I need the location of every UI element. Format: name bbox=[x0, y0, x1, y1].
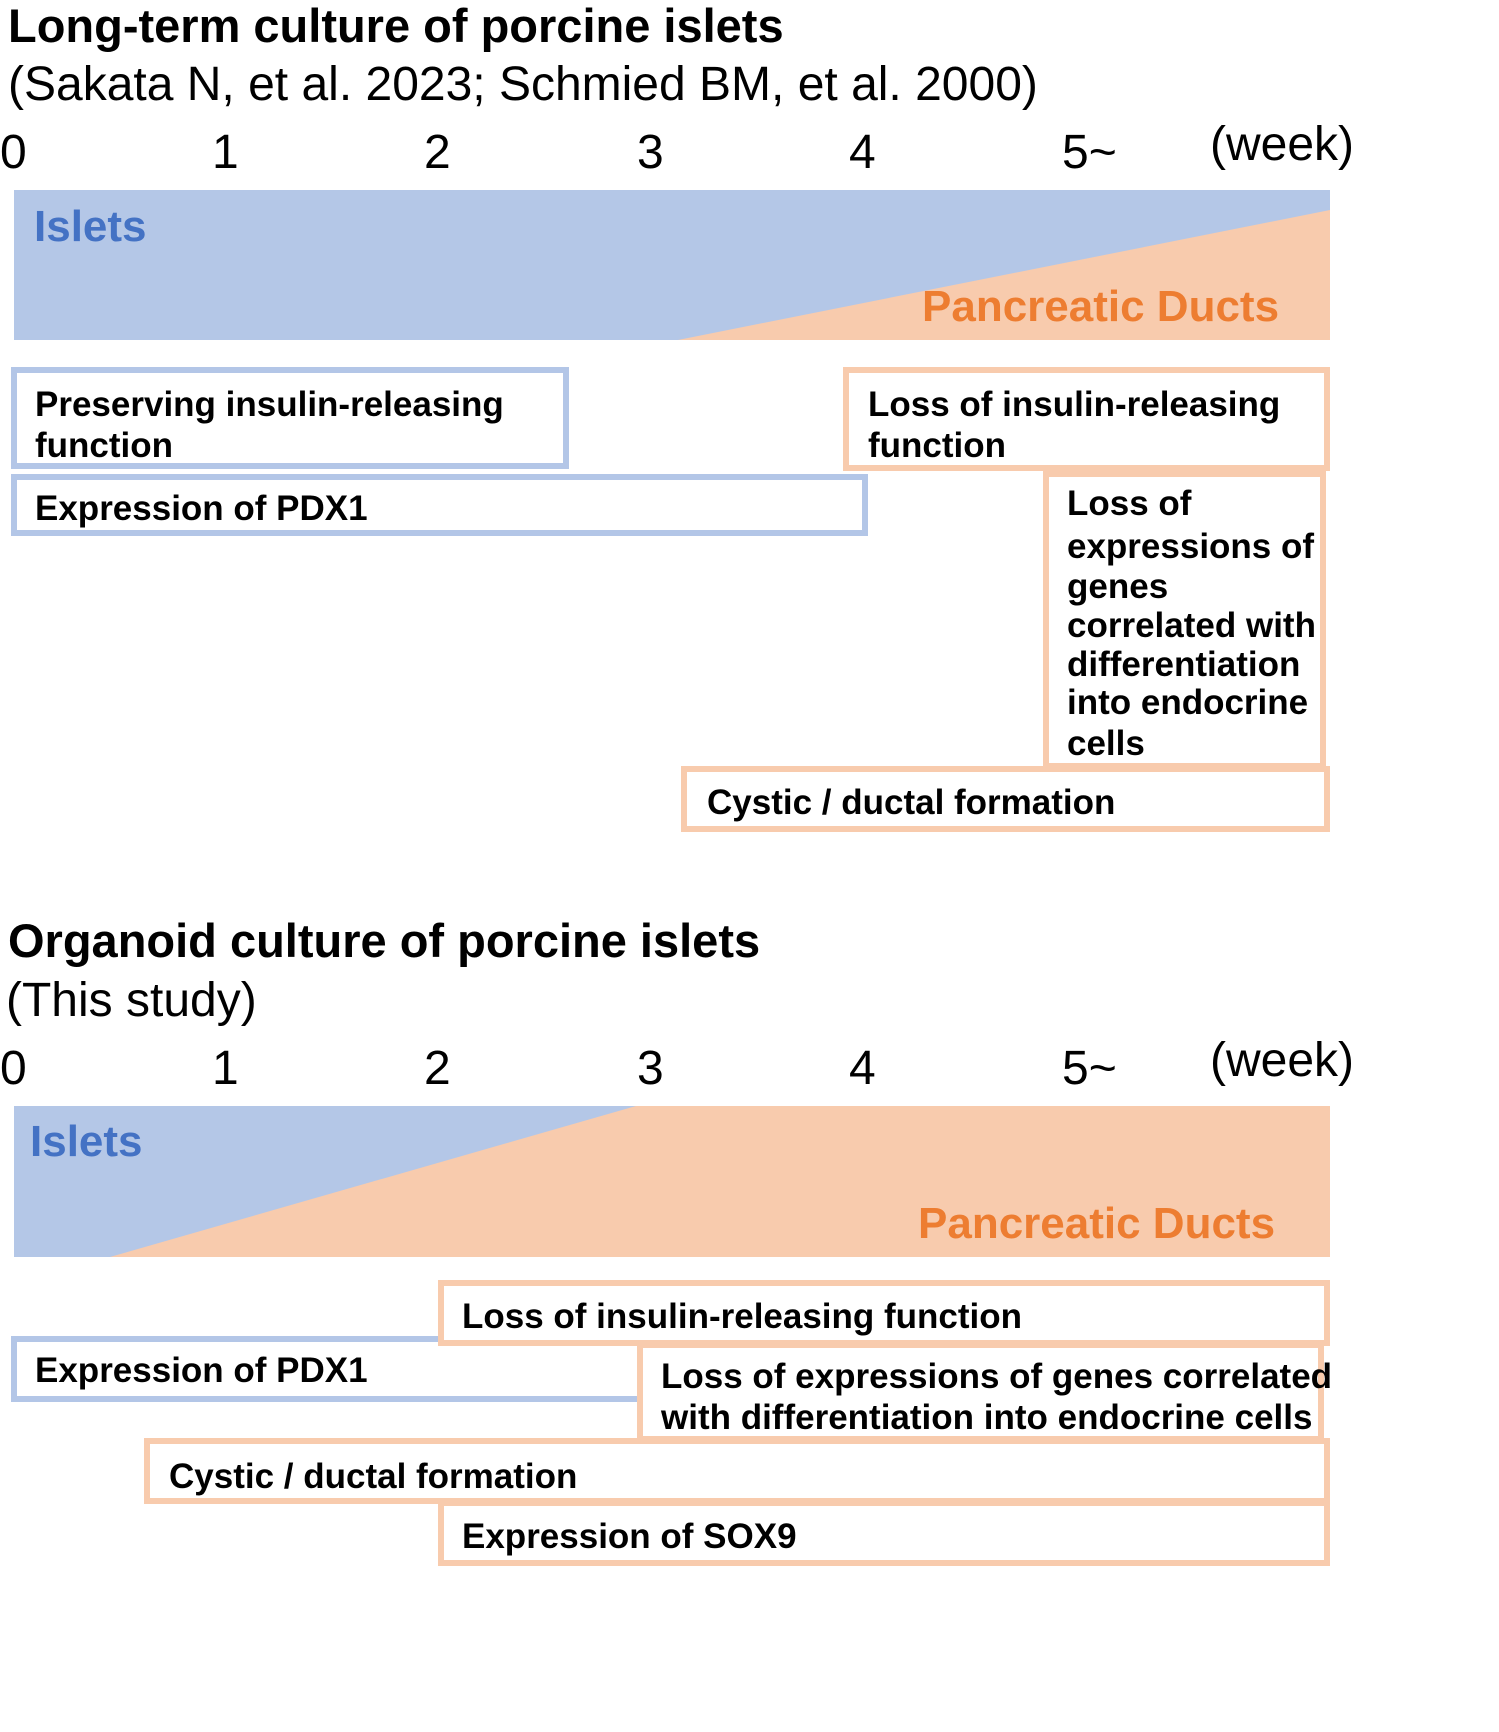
section1-islets-label: Islets bbox=[34, 202, 147, 251]
section2-tick-3: 3 bbox=[637, 1042, 664, 1095]
section2-title: Organoid culture of porcine islets bbox=[8, 914, 761, 967]
section1-composition-band: Islets Pancreatic Ducts bbox=[14, 190, 1330, 340]
section1-tick-0: 0 bbox=[0, 126, 27, 179]
section1-tick-5: 5~ bbox=[1062, 126, 1117, 179]
section2-loss-genes-line2: with differentiation into endocrine cell… bbox=[661, 1398, 1313, 1437]
section1-loss-genes-line2: expressions of bbox=[1067, 527, 1315, 566]
section1-ducts-area bbox=[678, 210, 1330, 340]
section1-cystic-text: Cystic / ductal formation bbox=[707, 783, 1116, 822]
section1-pdx1-box: Expression of PDX1 bbox=[11, 474, 868, 536]
section1-tick-2: 2 bbox=[424, 126, 451, 179]
section2-subtitle: (This study) bbox=[6, 974, 257, 1027]
section2-pdx1-box: Expression of PDX1 bbox=[11, 1336, 661, 1402]
section2-sox9-text: Expression of SOX9 bbox=[462, 1517, 797, 1556]
section2-week-unit: (week) bbox=[1210, 1034, 1355, 1087]
section1-loss-insulin-box: Loss of insulin-releasing function bbox=[843, 367, 1330, 471]
section1-preserving-insulin-line1: Preserving insulin-releasing bbox=[35, 385, 504, 424]
section2-islets-label: Islets bbox=[30, 1117, 143, 1166]
section1-loss-insulin-line1: Loss of insulin-releasing bbox=[868, 385, 1281, 424]
section1-preserving-insulin-box: Preserving insulin-releasing function bbox=[11, 367, 569, 469]
section1-tick-4: 4 bbox=[849, 126, 876, 179]
section2-cystic-text: Cystic / ductal formation bbox=[169, 1457, 578, 1496]
section1-tick-3: 3 bbox=[637, 126, 664, 179]
section1-subtitle: (Sakata N, et al. 2023; Schmied BM, et a… bbox=[8, 58, 1038, 111]
section1-loss-genes-line1: Loss of bbox=[1067, 484, 1192, 523]
section2-cystic-box: Cystic / ductal formation bbox=[144, 1438, 1330, 1504]
section2-loss-insulin-text: Loss of insulin-releasing function bbox=[462, 1297, 1023, 1336]
section1-loss-genes-line5: differentiation bbox=[1067, 645, 1301, 684]
section2-ducts-label: Pancreatic Ducts bbox=[918, 1199, 1276, 1248]
section1-week-unit: (week) bbox=[1210, 118, 1355, 171]
section1-preserving-insulin-line2: function bbox=[35, 426, 174, 465]
section1-pdx1-text: Expression of PDX1 bbox=[35, 489, 368, 528]
section1-ducts-label: Pancreatic Ducts bbox=[922, 282, 1280, 331]
section2-islets-area bbox=[14, 1106, 636, 1257]
section2-loss-genes-box: Loss of expressions of genes correlated … bbox=[637, 1342, 1332, 1442]
section2-tick-5: 5~ bbox=[1062, 1042, 1117, 1095]
section1-loss-genes-line4: correlated with bbox=[1067, 606, 1316, 645]
section1-loss-insulin-line2: function bbox=[868, 426, 1007, 465]
section2-pdx1-text: Expression of PDX1 bbox=[35, 1351, 368, 1390]
section1-title: Long-term culture of porcine islets bbox=[8, 0, 784, 52]
section1-loss-genes-line6: into endocrine bbox=[1067, 683, 1309, 722]
section2-tick-2: 2 bbox=[424, 1042, 451, 1095]
section2-tick-1: 1 bbox=[212, 1042, 239, 1095]
section2-sox9-box: Expression of SOX9 bbox=[438, 1500, 1330, 1566]
section1-loss-genes-box: Loss of expressions of genes correlated … bbox=[1043, 471, 1326, 769]
section2-tick-4: 4 bbox=[849, 1042, 876, 1095]
section1-loss-genes-line3: genes bbox=[1067, 567, 1169, 606]
section2-composition-band: Islets Pancreatic Ducts bbox=[14, 1106, 1330, 1257]
section1-tick-1: 1 bbox=[212, 126, 239, 179]
section2-loss-insulin-box: Loss of insulin-releasing function bbox=[438, 1280, 1330, 1346]
section1-loss-genes-line7: cells bbox=[1067, 724, 1145, 763]
section2-loss-genes-line1: Loss of expressions of genes correlated bbox=[661, 1357, 1333, 1396]
section1-cystic-box: Cystic / ductal formation bbox=[681, 766, 1330, 832]
section2-tick-0: 0 bbox=[0, 1042, 27, 1095]
